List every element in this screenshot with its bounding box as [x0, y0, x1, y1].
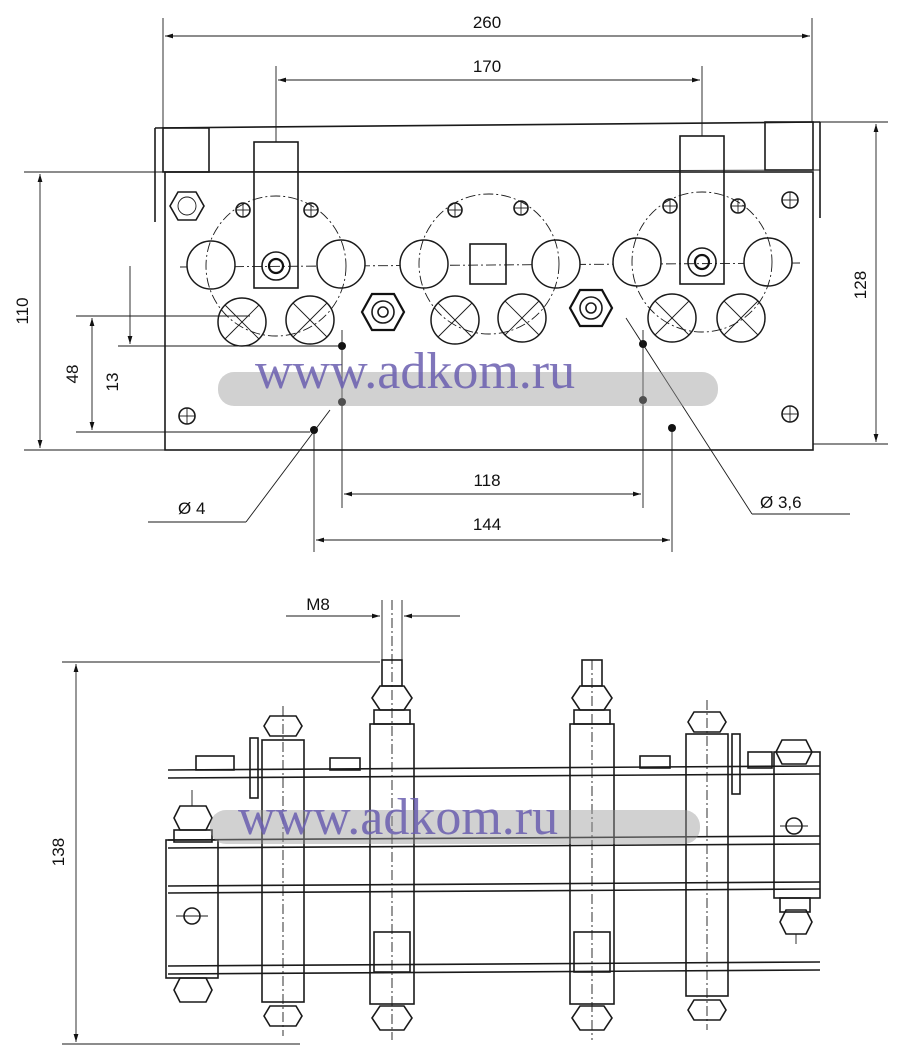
dim-144-label: 144	[473, 515, 501, 534]
dim-m8-label: M8	[306, 595, 330, 614]
dimension-138: 138	[49, 661, 380, 1045]
dim-110-label: 110	[13, 297, 32, 324]
watermark-text: www.adkom.ru	[238, 789, 558, 846]
terminal-stud-icon	[568, 288, 614, 328]
dim-d36-label: Ø 3,6	[760, 493, 802, 512]
dimension-144: 144	[313, 432, 673, 552]
dim-170-label: 170	[473, 57, 501, 76]
terminal-stud-icon	[360, 292, 406, 332]
dim-260-label: 260	[473, 13, 501, 32]
dimension-118: 118	[341, 330, 644, 508]
side-view	[165, 600, 821, 1040]
dimension-110: 110	[13, 171, 165, 451]
dim-118-label: 118	[473, 471, 500, 490]
upper-row-holes	[186, 237, 793, 290]
watermark-top: www.adkom.ru	[218, 343, 718, 406]
dim-138-label: 138	[49, 838, 68, 866]
dimension-48: 48	[63, 315, 310, 433]
small-holes	[178, 191, 799, 425]
dimension-m8: M8	[286, 595, 460, 660]
dimension-170: 170	[275, 57, 703, 142]
diameter-3-6-callout: Ø 3,6	[625, 317, 850, 515]
side-terminal-2	[569, 659, 615, 1040]
dim-48-label: 48	[63, 365, 82, 384]
lower-row-holes	[217, 293, 766, 347]
watermark-text: www.adkom.ru	[255, 343, 575, 400]
dimension-260: 260	[162, 13, 813, 128]
top-view	[154, 121, 821, 451]
hex-nut-icon	[169, 191, 205, 221]
dim-d4-label: Ø 4	[178, 499, 205, 518]
dimension-128: 128	[813, 121, 888, 445]
dim-128-label: 128	[851, 271, 870, 299]
diameter-4-callout: Ø 4	[148, 409, 331, 523]
dimension-13: 13	[103, 266, 338, 391]
side-terminal-1	[369, 600, 415, 1040]
watermark-bottom: www.adkom.ru	[210, 789, 700, 846]
dim-13-label: 13	[103, 373, 122, 392]
pin-contact	[261, 247, 717, 281]
